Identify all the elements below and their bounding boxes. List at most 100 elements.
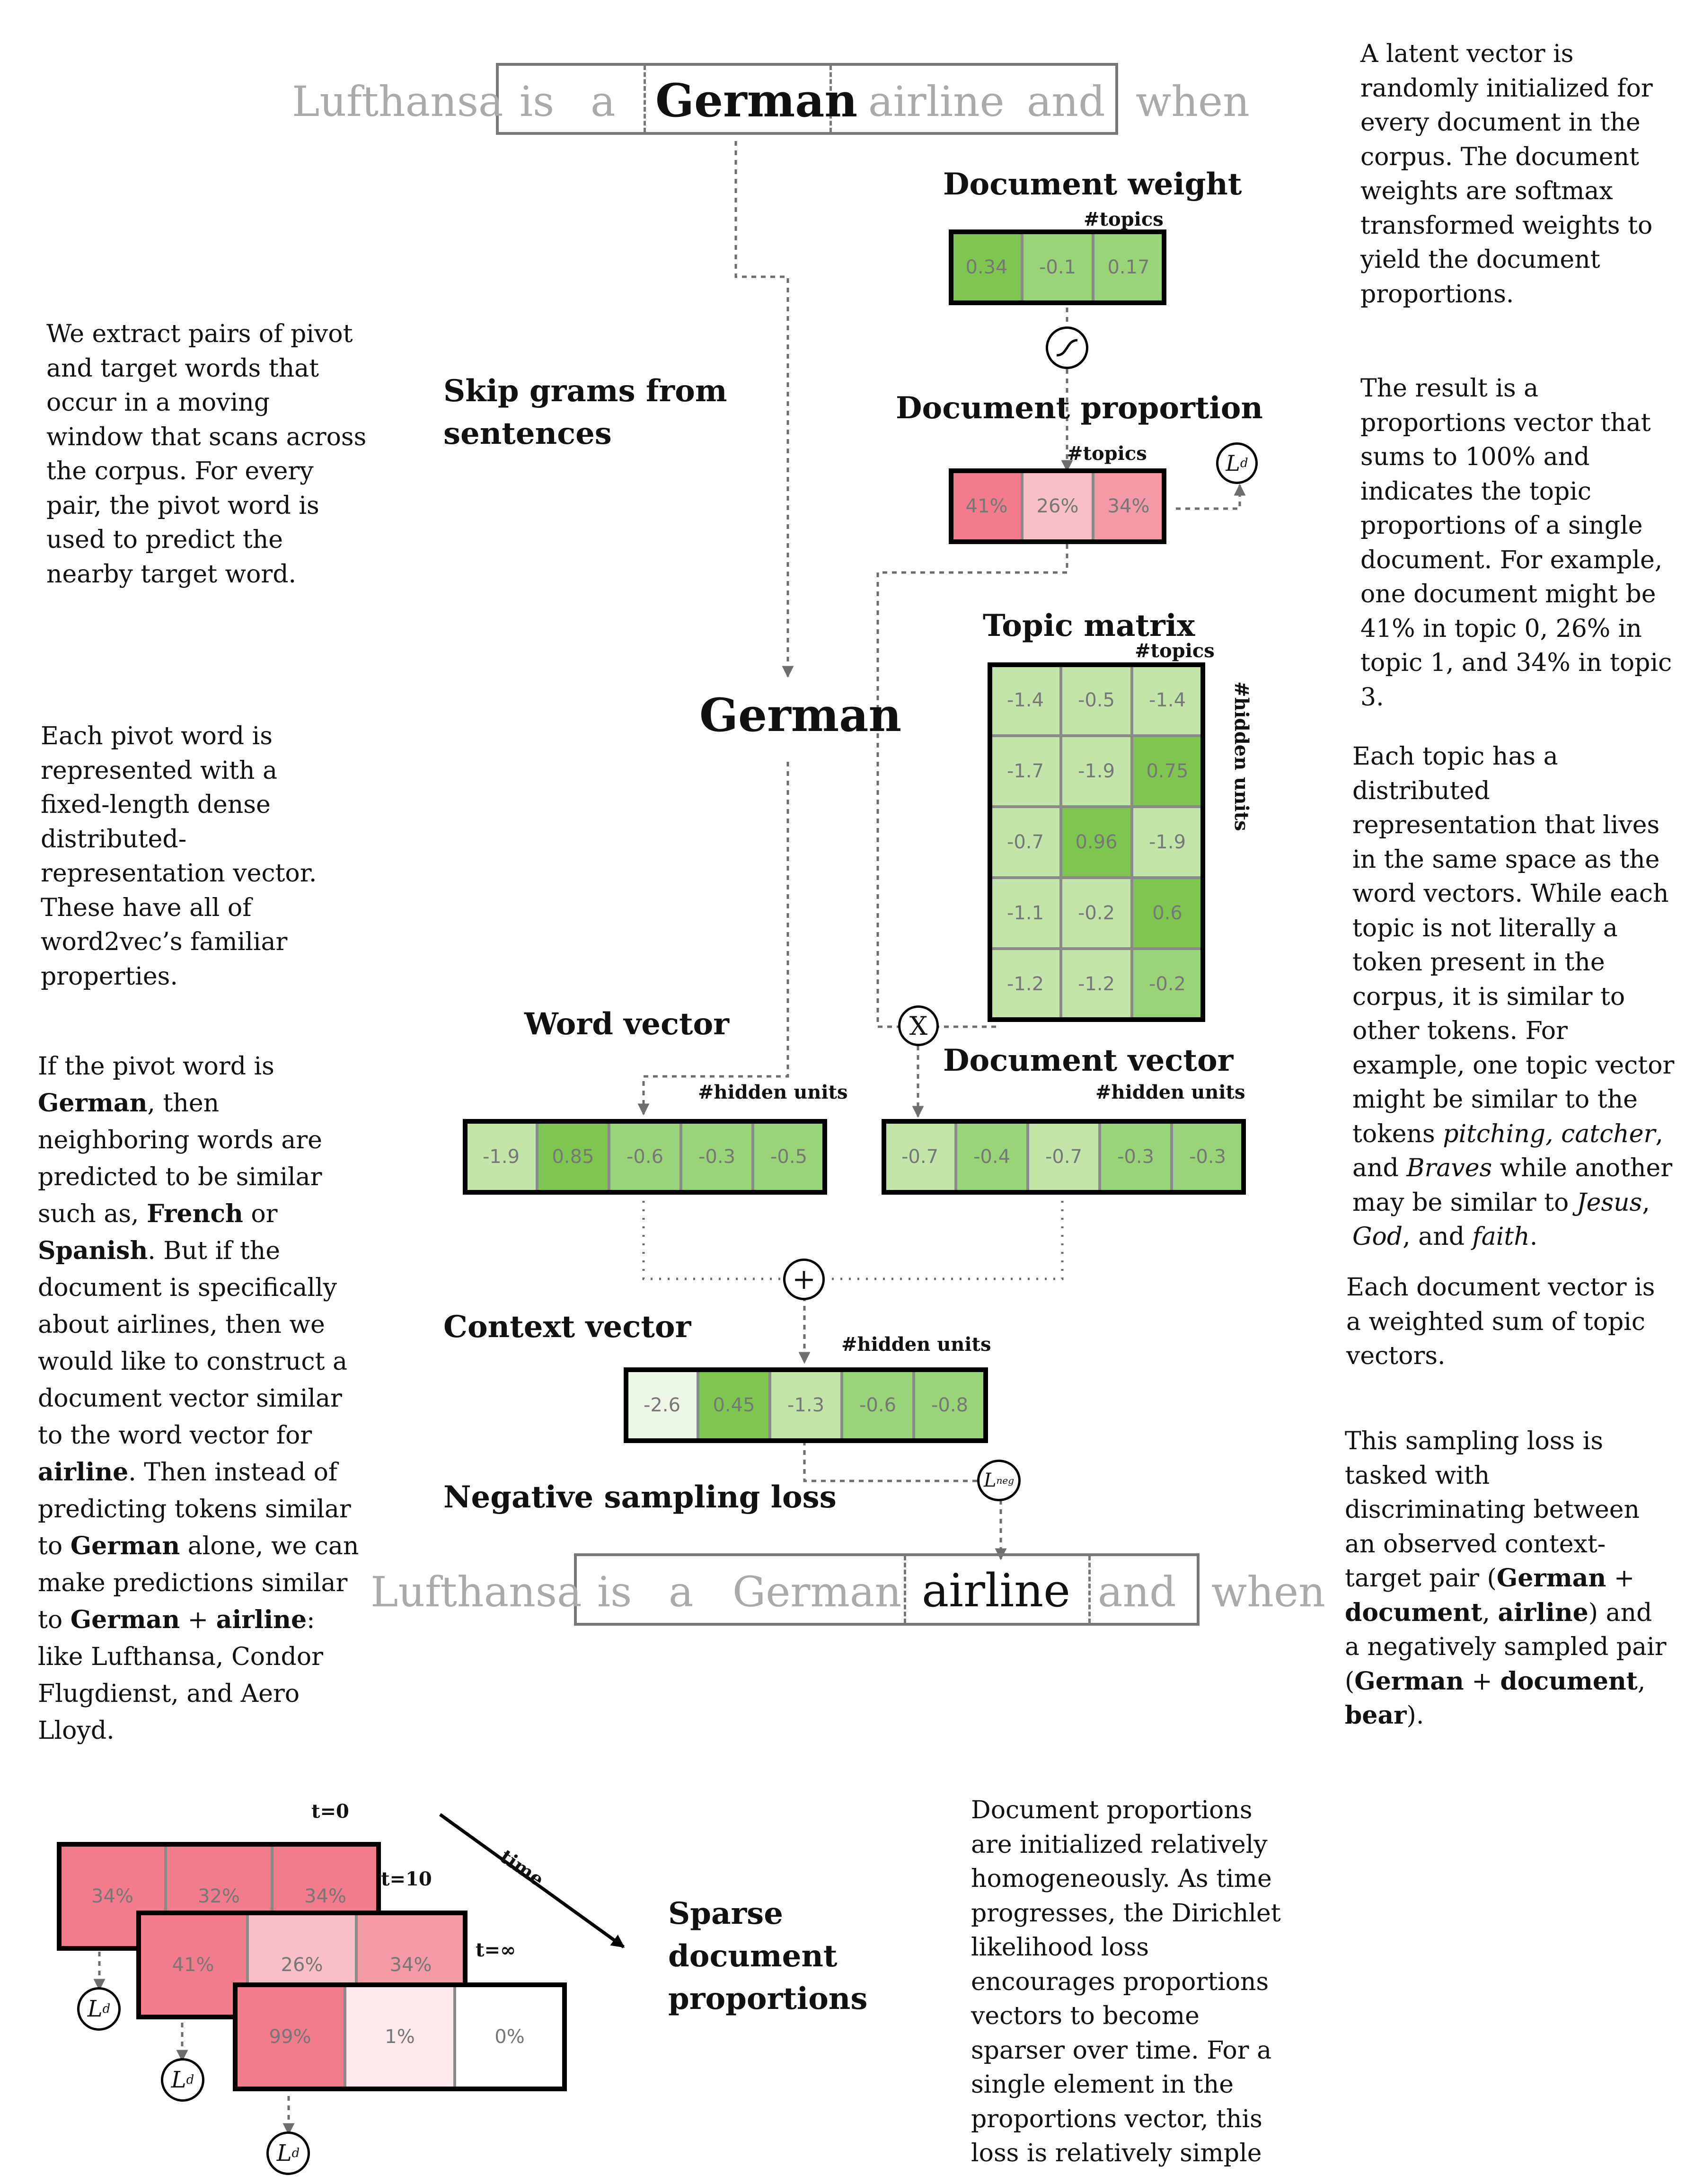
sparse-tinf-cell-0: 99% xyxy=(235,1985,345,2089)
sum-operator: + xyxy=(783,1259,825,1300)
document-vector-title: Document vector xyxy=(943,1043,1234,1078)
document-proportion-cell-2: 34% xyxy=(1093,471,1164,542)
text-bold: German xyxy=(70,1532,180,1560)
text-bold: document xyxy=(1345,1598,1482,1627)
loss-superscript: d xyxy=(102,2002,111,2016)
line-proportion-to-loss xyxy=(1176,484,1246,510)
sentence-top-word-german: German xyxy=(655,74,858,127)
topic-matrix-cell-3-1: -0.2 xyxy=(1061,878,1132,949)
pivot-word: German xyxy=(699,688,902,742)
document-proportion-cell-0: 41% xyxy=(951,471,1022,542)
text-run: , xyxy=(1482,1598,1498,1627)
text-bold: bear xyxy=(1345,1701,1407,1730)
loss-superscript: neg xyxy=(996,1475,1015,1486)
result-text: The result is a proportions vector that … xyxy=(1360,374,1672,712)
multiply-operator: X xyxy=(898,1005,939,1046)
document-proportion-title: Document proportion xyxy=(896,390,1263,426)
text-run: If the pivot word is xyxy=(38,1052,274,1081)
document-proportions-text: Document proportions are initialized rel… xyxy=(971,1796,1281,2167)
text-run: . But if the document is specifically ab… xyxy=(38,1237,347,1450)
document-vector-cell-2: -0.7 xyxy=(1028,1121,1100,1192)
loss-superscript: d xyxy=(291,2146,300,2160)
text-run: + xyxy=(1606,1564,1635,1593)
text-run: , xyxy=(1642,1188,1650,1217)
sentence-top-word-is: is xyxy=(520,77,555,126)
line-context-to-neg xyxy=(803,1441,977,1482)
sentence-top-word-and: and xyxy=(1027,77,1105,126)
sparse-tinf-cell-2: 0% xyxy=(455,1985,565,2089)
text-run: ). xyxy=(1406,1701,1424,1730)
text-run: . xyxy=(1529,1223,1538,1251)
loss-symbol: L xyxy=(1226,450,1240,476)
text-run: : like Lufthansa, Condor Flugdienst, and… xyxy=(38,1606,324,1745)
skip-grams-title: Skip grams from sentences xyxy=(443,373,727,451)
text-run: , then neighboring words are predicted t… xyxy=(38,1089,322,1228)
word-vector-cell-4: -0.5 xyxy=(753,1121,825,1192)
sentence-top-divider-right xyxy=(829,65,832,132)
line-sentence-to-pivot xyxy=(734,141,794,678)
document-vector-cell-1: -0.4 xyxy=(956,1121,1028,1192)
text-bold: German xyxy=(38,1089,148,1118)
sparse-tinf-label: t=∞ xyxy=(476,1939,516,1961)
line-wordvec-to-plus xyxy=(642,1192,783,1280)
text-run: Each topic has a distributed representat… xyxy=(1352,742,1675,1148)
document-vector-hidden-units-label: #hidden units xyxy=(1095,1081,1245,1103)
topic-matrix-cell-3-2: 0.6 xyxy=(1132,878,1203,949)
sentence-bottom-divider-right xyxy=(1088,1556,1091,1623)
text-run: + xyxy=(1464,1667,1500,1696)
text-bold: German xyxy=(1496,1564,1606,1593)
document-vector-cell-3: -0.3 xyxy=(1100,1121,1172,1192)
each-document-text: Each document vector is a weighted sum o… xyxy=(1346,1273,1655,1370)
text-run: ) and a negatively sampled pair ( xyxy=(1345,1598,1667,1696)
word-vector-cell-2: -0.6 xyxy=(609,1121,681,1192)
sentence-bottom-word-airline: airline xyxy=(922,1564,1070,1617)
topic-matrix-cell-2-2: -1.9 xyxy=(1132,807,1203,878)
plus-symbol: + xyxy=(792,1263,816,1296)
sentence-top-word-when: when xyxy=(1136,77,1250,126)
context-vector-cell-2: -1.3 xyxy=(770,1370,842,1441)
line-proportion-to-multiply xyxy=(876,544,1068,1028)
loss-symbol: L xyxy=(87,1996,103,2022)
text-italic: pitching, catcher xyxy=(1443,1119,1656,1148)
text-bold: French xyxy=(147,1199,243,1228)
softmax-curve-icon xyxy=(1056,339,1078,357)
negative-sampling-title: Negative sampling loss xyxy=(443,1479,837,1515)
line-pivot-to-wordvec xyxy=(637,762,789,1116)
sentence-bottom-word-lufthansa: Lufthansa xyxy=(371,1568,582,1616)
topic-matrix-cell-0-2: -1.4 xyxy=(1132,665,1203,736)
topic-matrix-cell-0-0: -1.4 xyxy=(990,665,1061,736)
text-run: + xyxy=(180,1606,216,1634)
context-vector-hidden-units-label: #hidden units xyxy=(841,1333,991,1356)
loss-superscript: d xyxy=(1240,456,1248,470)
text-run: alone, we can make predictions similar t… xyxy=(38,1532,359,1634)
topic-matrix-cell-3-0: -1.1 xyxy=(990,878,1061,949)
word-vector-hidden-units-label: #hidden units xyxy=(698,1081,848,1103)
sentence-top-word-a: a xyxy=(591,77,616,126)
document-weight-cell-1: -0.1 xyxy=(1022,232,1093,303)
text-italic: God xyxy=(1352,1223,1403,1251)
topic-matrix-cell-4-2: -0.2 xyxy=(1132,949,1203,1020)
text-bold: airline xyxy=(216,1605,307,1634)
document-weight-title: Document weight xyxy=(943,167,1242,202)
multiply-symbol: X xyxy=(909,1011,928,1041)
sentence-bottom-word-and: and xyxy=(1098,1568,1176,1616)
sparse-tinf-cell-1: 1% xyxy=(345,1985,455,2089)
text-bold: German xyxy=(70,1605,180,1634)
text-run: or xyxy=(243,1200,278,1228)
text-italic: faith xyxy=(1472,1223,1530,1251)
document-weight-topics-label: #topics xyxy=(1084,208,1164,230)
text-run: . Then instead of predicting tokens simi… xyxy=(38,1458,351,1560)
context-vector-cell-0: -2.6 xyxy=(626,1370,698,1441)
word-vector-title: Word vector xyxy=(524,1006,729,1042)
text-bold: document xyxy=(1500,1666,1638,1696)
context-vector-cell-1: 0.45 xyxy=(698,1370,770,1441)
word-vector-cell-0: -1.9 xyxy=(465,1121,537,1192)
loss-symbol: L xyxy=(276,2140,292,2166)
time-arrow xyxy=(439,1813,625,1948)
topic-matrix-cell-2-1: 0.96 xyxy=(1061,807,1132,878)
